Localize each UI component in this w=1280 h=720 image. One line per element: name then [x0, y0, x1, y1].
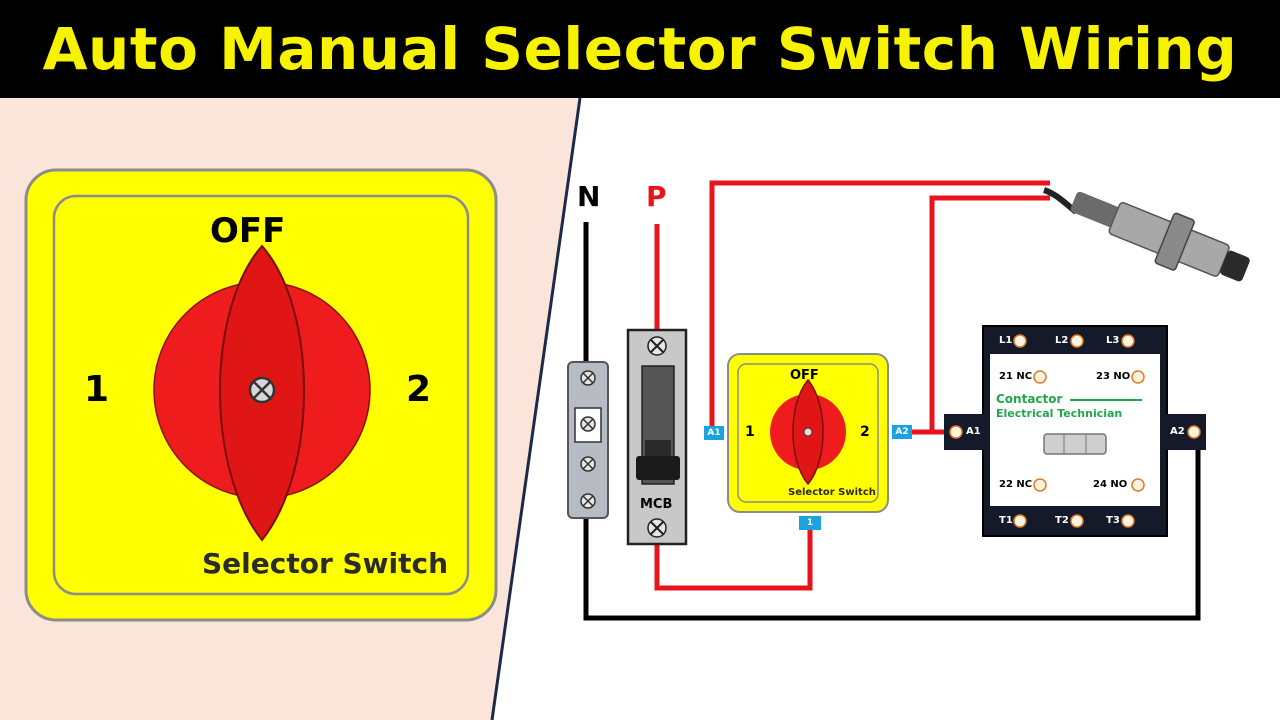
tag-1: 1 — [799, 516, 821, 530]
big-switch-pos1-label: 1 — [84, 369, 110, 410]
big-switch-pos2-label: 2 — [406, 369, 432, 410]
contactor-21nc: 21 NC — [999, 371, 1033, 382]
contactor-a2-label: A2 — [1170, 426, 1185, 437]
phase-wire-bottom — [654, 530, 813, 591]
mcb-handle — [645, 440, 671, 458]
contactor-a1-label: A1 — [966, 426, 981, 437]
phase-label: P — [646, 180, 667, 213]
big-switch-graphic — [0, 98, 582, 720]
sensor-wire-a2 — [912, 195, 1050, 435]
contactor-l1: L1 — [999, 335, 1013, 346]
big-switch-inner-border — [52, 194, 470, 596]
big-switch-off-label: OFF — [210, 211, 286, 251]
contactor-l3: L3 — [1106, 335, 1120, 346]
proximity-sensor — [1070, 191, 1250, 282]
contactor-22nc: 22 NC — [999, 479, 1033, 490]
page-title: Auto Manual Selector Switch Wiring — [42, 15, 1238, 83]
contactor-l2: L2 — [1055, 335, 1069, 346]
left-panel: OFF 1 2 Selector Switch — [0, 98, 1280, 720]
big-switch-name-label: Selector Switch — [202, 547, 449, 580]
contactor-t2: T2 — [1055, 515, 1069, 526]
title-bar: Auto Manual Selector Switch Wiring — [0, 0, 1280, 98]
neutral-label: N — [577, 180, 601, 213]
tag-a2: A2 — [892, 425, 912, 439]
contactor-t3: T3 — [1106, 515, 1120, 526]
contactor-title: Contactor — [996, 392, 1063, 406]
tag-a1: A1 — [704, 426, 724, 440]
small-switch-pos1-label: 1 — [745, 424, 755, 440]
mcb-toggle — [636, 456, 680, 480]
small-switch-name-label: Selector Switch — [788, 487, 876, 498]
divider-line — [490, 98, 582, 720]
small-switch-off-label: OFF — [790, 368, 819, 383]
contactor-24no: 24 NO — [1093, 479, 1128, 490]
contactor-23no: 23 NO — [1096, 371, 1131, 382]
contactor-indicator — [1043, 433, 1107, 455]
sensor-wire-a1 — [709, 180, 1050, 426]
small-switch-pos2-label: 2 — [860, 424, 870, 440]
contactor-subtitle: Electrical Technician — [996, 407, 1123, 420]
mcb-label: MCB — [640, 497, 673, 512]
contactor-t1: T1 — [999, 515, 1013, 526]
